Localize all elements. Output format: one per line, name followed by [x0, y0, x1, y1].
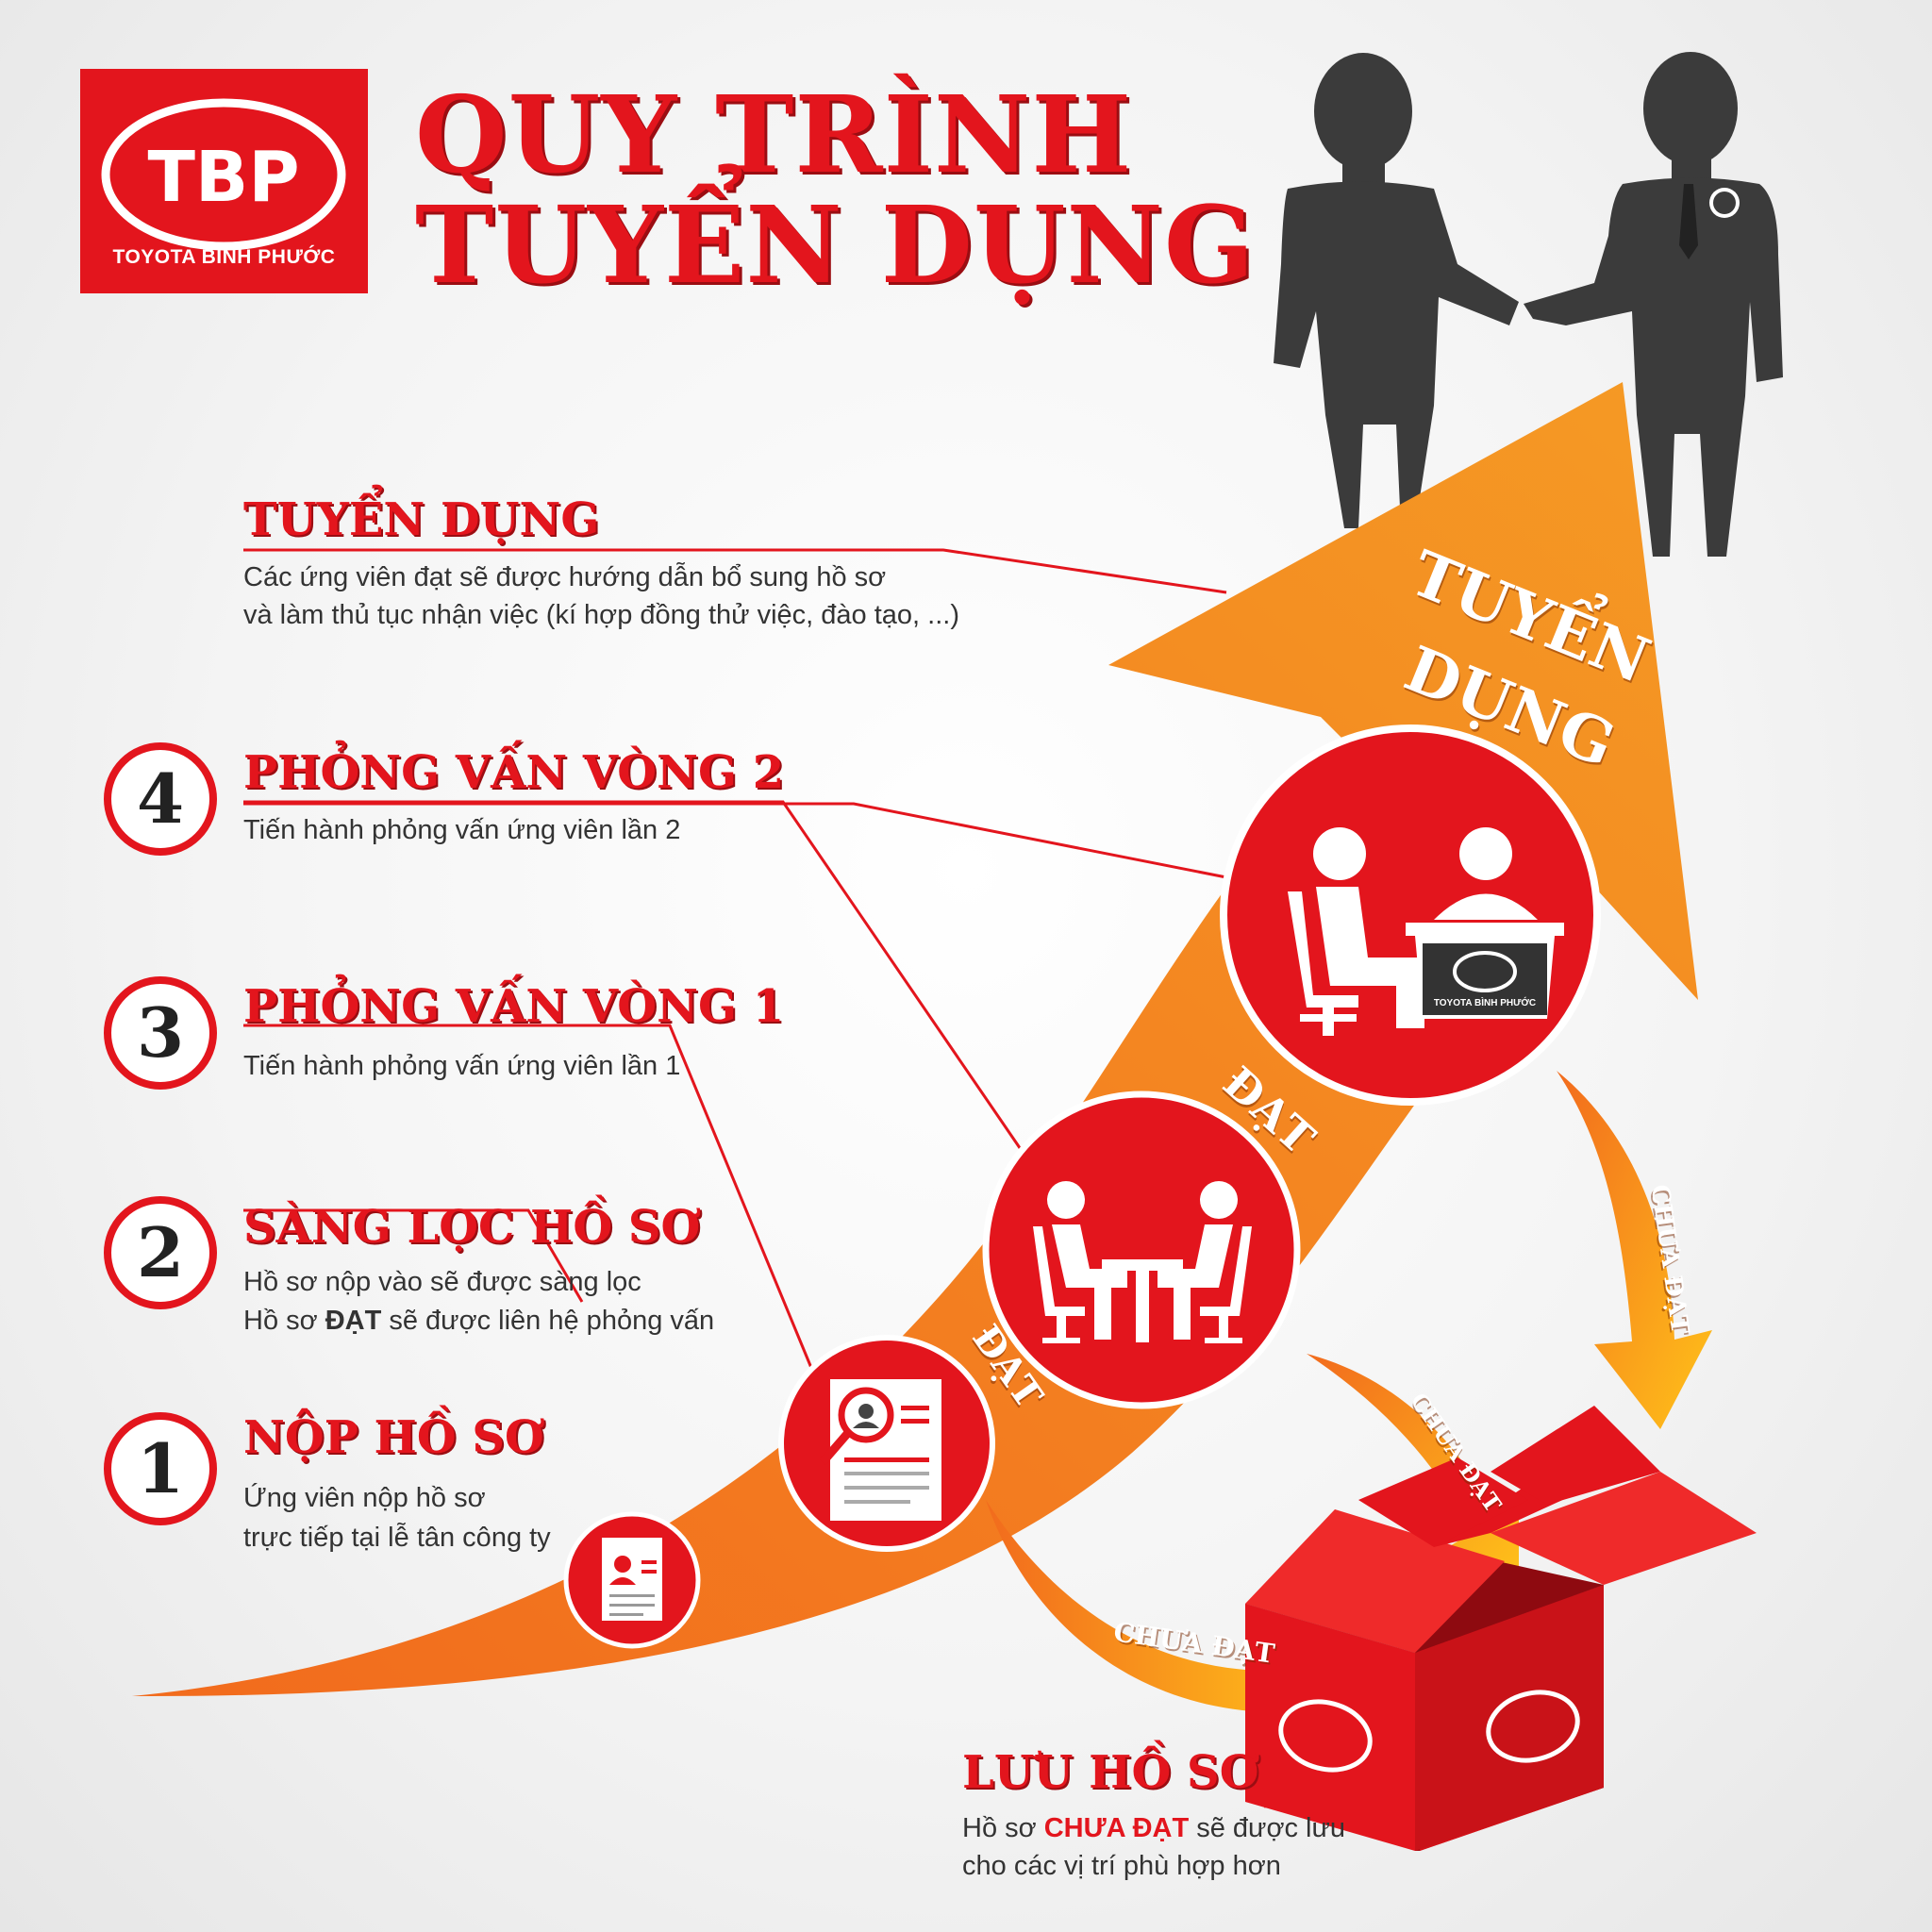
interview-table-icon [982, 1091, 1301, 1409]
archive-heading: LƯU HỒ SƠ [962, 1746, 1259, 1799]
archive-desc-line2: cho các vị trí phù hợp hơn [962, 1851, 1281, 1881]
resume-icon [563, 1511, 701, 1649]
resume-search-icon [778, 1335, 995, 1552]
step-2-heading: SÀNG LỌC HỒ SƠ [243, 1201, 701, 1254]
step-2-desc-line1: Hồ sơ nộp vào sẽ được sàng lọc [243, 1267, 641, 1297]
recruit-desc-line2: và làm thủ tục nhận việc (kí hợp đồng th… [243, 600, 959, 630]
logo-mark: TBP [101, 98, 346, 251]
brand-name: TOYOTA BÌNH PHƯỚC [112, 246, 336, 268]
brand-logo: TBP TOYOTA BÌNH PHƯỚC [80, 69, 368, 293]
step-3-desc: Tiến hành phỏng vấn ứng viên lần 1 [243, 1051, 681, 1081]
step-2-desc-line2: Hồ sơ ĐẠT sẽ được liên hệ phỏng vấn [243, 1306, 715, 1336]
step-1-desc-line2: trực tiếp tại lễ tân công ty [243, 1523, 551, 1553]
step-3-heading: PHỎNG VẤN VÒNG 1 [243, 980, 785, 1033]
process-arrow [132, 382, 1698, 1697]
recruit-desc-line1: Các ứng viên đạt sẽ được hướng dẫn bổ su… [243, 562, 887, 592]
handshake-icon [1274, 52, 1783, 557]
step-1-desc-line1: Ứng viên nộp hồ sơ [243, 1483, 486, 1513]
fail-keyword: CHƯA ĐẠT [1043, 1813, 1190, 1843]
recruit-heading: TUYỂN DỤNG [243, 493, 600, 546]
archive-desc-line1: Hồ sơ CHƯA ĐẠT sẽ được lưu [962, 1813, 1346, 1843]
step-2-number: 2 [104, 1196, 217, 1309]
interview-desk-icon [1220, 724, 1601, 1106]
step-1-number: 1 [104, 1412, 217, 1525]
page-title-line1: QUY TRÌNH [415, 74, 1133, 197]
fail-arrow-1 [986, 1500, 1330, 1755]
logo-letters: TBP [147, 137, 299, 218]
box-clean [1245, 1406, 1757, 1851]
pass-keyword: ĐẠT [325, 1306, 382, 1336]
step-3-number: 3 [104, 976, 217, 1090]
step-4-desc: Tiến hành phỏng vấn ứng viên lần 2 [243, 815, 681, 845]
desk-brand: TOYOTA BÌNH PHƯỚC [1433, 998, 1537, 1008]
step-1-heading: NỘP HỒ SƠ [243, 1411, 544, 1464]
fail-arrow-3 [1557, 1071, 1712, 1429]
page-title-line2: TUYỂN DỤNG [415, 184, 1256, 308]
step-4-number: 4 [104, 742, 217, 856]
step-4-heading: PHỎNG VẤN VÒNG 2 [243, 746, 785, 799]
